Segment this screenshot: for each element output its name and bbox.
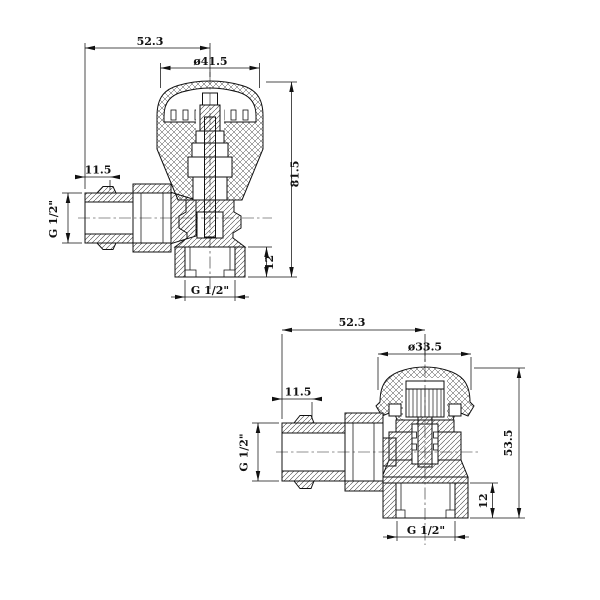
valve-bottom-knob-pocket-left bbox=[388, 403, 402, 417]
dim-label-head-diameter-top: ø41.5 bbox=[193, 55, 227, 68]
dim-label-outlet-nut-height-top: 12 bbox=[263, 255, 276, 270]
valve-top-dim-outlet-nut-height: 12 bbox=[248, 246, 276, 277]
valve-bottom-dim-tail-length: 11.5 bbox=[272, 386, 322, 419]
valve-bottom-dim-head-diameter: ø33.5 bbox=[377, 341, 472, 390]
dim-label-tail-length-bottom: 11.5 bbox=[285, 386, 312, 399]
dim-label-outlet-nut-height-bottom: 12 bbox=[477, 493, 490, 508]
valve-top-dim-outlet-thread: G 1/2" bbox=[171, 280, 249, 301]
dim-label-outlet-thread-bottom: G 1/2" bbox=[407, 524, 445, 537]
valve-bottom-dim-outlet-nut-height: 12 bbox=[470, 482, 498, 518]
valve-top-dim-tail-length: 11.5 bbox=[75, 164, 120, 190]
dim-label-inlet-thread-top: G 1/2" bbox=[47, 200, 60, 238]
valve-bottom-body bbox=[371, 416, 469, 484]
valve-top-dim-inlet-thread: G 1/2" bbox=[47, 192, 82, 244]
dim-label-tail-length-top: 11.5 bbox=[85, 164, 112, 177]
valve-top-dim-total-width: 52.3 bbox=[84, 35, 211, 189]
dim-label-head-diameter-bottom: ø33.5 bbox=[408, 341, 442, 354]
dim-label-total-width-bottom: 52.3 bbox=[339, 316, 366, 329]
valve-bottom-dim-inlet-thread: G 1/2" bbox=[238, 422, 279, 482]
valve-bottom-dim-total-height: 53.5 bbox=[470, 367, 525, 519]
valve-top-dim-head-diameter: ø41.5 bbox=[160, 55, 260, 88]
valve-bottom-dim-outlet-thread: G 1/2" bbox=[383, 521, 469, 541]
valve-top-dim-total-height: 81.5 bbox=[248, 81, 302, 278]
valve-bottom-knob-pocket-right bbox=[448, 403, 462, 417]
valve-bottom-o-rings bbox=[411, 431, 439, 451]
dim-label-outlet-thread-top: G 1/2" bbox=[191, 284, 229, 297]
valve-top-drawing: 52.3 ø41.5 11.5 G 1/2" 81.5 12 bbox=[47, 35, 302, 301]
valve-bottom-drawing: 52.3 ø33.5 11.5 G 1/2" 53.5 12 bbox=[238, 316, 525, 545]
valve-bottom-dim-total-width: 52.3 bbox=[281, 316, 426, 419]
dim-label-total-height-top: 81.5 bbox=[289, 161, 302, 188]
dim-label-total-width-top: 52.3 bbox=[137, 35, 164, 48]
valve-bottom-outlet-nut bbox=[382, 482, 469, 519]
dim-label-total-height-bottom: 53.5 bbox=[502, 430, 515, 457]
dim-label-inlet-thread-bottom: G 1/2" bbox=[238, 433, 251, 471]
